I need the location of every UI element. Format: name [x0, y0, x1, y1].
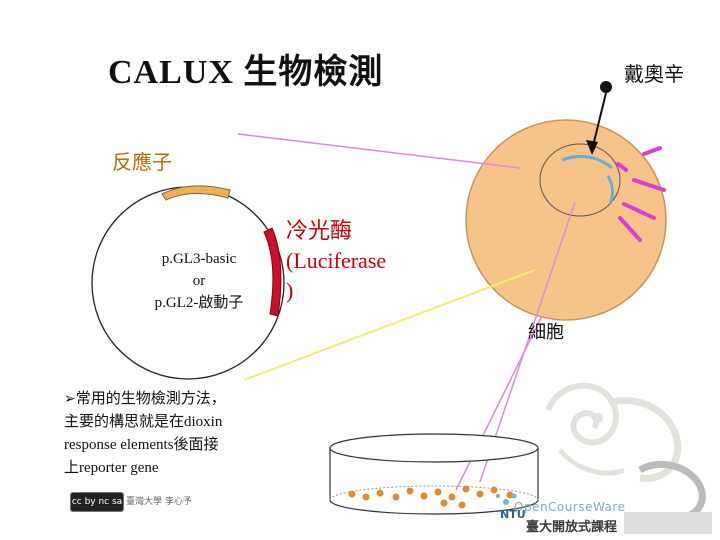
cell-label: 細胞 [528, 318, 564, 344]
page-title: CALUX 生物檢測 [108, 44, 383, 93]
ntu-seal-icon: NTU [500, 508, 526, 521]
promoter-label: 反應子 [112, 146, 172, 175]
dioxin-label: 戴奧辛 [624, 58, 684, 87]
sample-dot [449, 494, 456, 501]
sample-dot [459, 502, 466, 509]
cell-nucleus [540, 144, 620, 216]
bullet-note: ➢常用的生物檢測方法， 主要的構思就是在dioxin response elem… [64, 388, 294, 480]
sample-dot [441, 500, 448, 507]
plasmid-name-line: p.GL2-啟動子 [138, 292, 260, 314]
bullet-line: 上reporter gene [64, 457, 294, 480]
pointer-line-magenta [238, 134, 520, 168]
luciferase-label-line: (Luciferase [286, 246, 386, 276]
ocw-title: OpenCourseWare [514, 500, 625, 514]
sample-dot [491, 487, 498, 494]
dioxin-molecule-icon [600, 81, 612, 93]
plasmid-name-line: or [138, 270, 260, 292]
bullet-line: 主要的構思就是在dioxin [64, 411, 294, 434]
sample-dot [463, 486, 470, 493]
plasmid-name: p.GL3-basic or p.GL2-啟動子 [138, 248, 260, 314]
sample-dot [393, 494, 400, 501]
luciferase-label-line: ) [286, 276, 386, 306]
luciferase-label-line: 冷光酶 [286, 216, 386, 246]
sample-dot [377, 490, 384, 497]
plasmid-name-line: p.GL3-basic [138, 248, 260, 270]
bullet-line: response elements後面接 [64, 434, 294, 457]
cc-license-icon[interactable]: cc by nc sa [70, 492, 124, 512]
sample-dot [363, 494, 370, 501]
sample-dot [349, 491, 356, 498]
sample-dot [435, 489, 442, 496]
light-ray [644, 148, 660, 154]
cc-attribution: 臺灣大學 李心予 [126, 494, 192, 507]
bullet-arrow-icon: ➢ [64, 391, 76, 407]
bullet-text: 常用的生物檢測方法， [76, 391, 226, 407]
bullet-line: ➢常用的生物檢測方法， [64, 388, 294, 411]
sample-dot [407, 488, 414, 495]
sample-dot [477, 491, 484, 498]
luciferase-label: 冷光酶 (Luciferase ) [286, 216, 386, 306]
sample-dot [421, 493, 428, 500]
ocw-chinese-title: 臺大開放式課程 [526, 516, 617, 535]
